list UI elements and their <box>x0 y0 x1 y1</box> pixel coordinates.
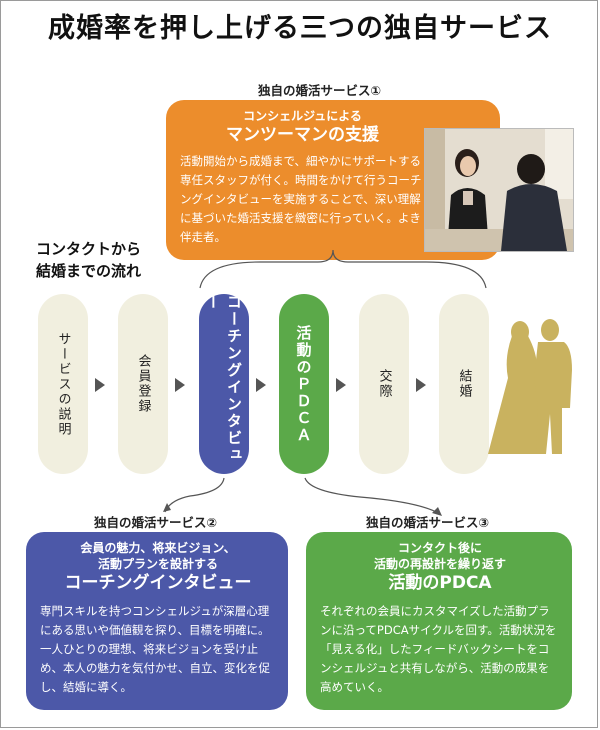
service1-body: 活動開始から成婚まで、細やかにサポートする専任スタッフが付く。時間をかけて行うコ… <box>180 154 422 244</box>
flow-arrow-3 <box>256 378 266 392</box>
connector-service2-arrowhead <box>163 503 171 512</box>
service3-label: 独自の婚活サービス③ <box>366 515 490 530</box>
flow-title-line2: 結婚までの流れ <box>36 262 142 280</box>
step-pdca-label: 活動のＰＤＣＡ <box>294 324 313 444</box>
service3-body: それぞれの会員にカスタマイズした活動プランに沿ってPDCAサイクルを回す。活動状… <box>320 604 557 694</box>
consultation-photo-illustration <box>425 129 573 251</box>
connector-service3-arrowhead <box>432 507 442 516</box>
step-member-registration: 会員登録 <box>118 294 168 474</box>
service2-sub1: 会員の魅力、将来ビジョン、 <box>80 541 236 555</box>
service1-label: 独自の婚活サービス① <box>258 83 382 98</box>
step-coaching-interview: コーチングインタビュー <box>199 294 249 474</box>
service3-sub1: コンタクト後に <box>397 541 482 555</box>
service2-box: 会員の魅力、将来ビジョン、 活動プランを設計する コーチングインタビュー 専門ス… <box>26 532 288 710</box>
step-marriage-label: 結婚 <box>456 369 472 399</box>
service3-head: 活動のPDCA <box>388 573 492 593</box>
service1-sub: コンシェルジュによる <box>243 109 362 123</box>
step-member-registration-label: 会員登録 <box>135 354 151 414</box>
step-dating: 交際 <box>359 294 409 474</box>
consultation-photo <box>424 128 574 252</box>
connector-service3 <box>304 477 441 515</box>
couple-silhouette-icon <box>488 319 572 454</box>
bracket-service1 <box>199 249 487 289</box>
flow-title: コンタクトから 結婚までの流れ <box>36 238 141 282</box>
flow-title-line1: コンタクトから <box>36 240 142 258</box>
flow-arrow-4 <box>336 378 346 392</box>
service2-label: 独自の婚活サービス② <box>94 515 218 530</box>
page-title: 成婚率を押し上げる三つの独自サービス <box>48 13 552 44</box>
flow-arrow-2 <box>175 378 185 392</box>
step-marriage: 結婚 <box>439 294 489 474</box>
service2-body: 専門スキルを持つコンシェルジュが深層心理にある思いや価値観を探り、目標を明確に。… <box>40 604 270 694</box>
flow-arrow-1 <box>95 378 105 392</box>
step-coaching-interview-label: コーチングインタビュー <box>204 294 243 464</box>
service3-sub2: 活動の再設計を繰り返す <box>373 557 506 571</box>
connector-service2 <box>164 477 225 513</box>
step-service-explanation-label: サービスの説明 <box>55 331 71 437</box>
service2-sub2: 活動プランを設計する <box>97 557 218 571</box>
flow-arrow-5 <box>416 378 426 392</box>
service3-box: コンタクト後に 活動の再設計を繰り返す 活動のPDCA それぞれの会員にカスタマ… <box>306 532 572 710</box>
step-pdca: 活動のＰＤＣＡ <box>279 294 329 474</box>
service2-head: コーチングインタビュー <box>64 573 252 593</box>
step-dating-label: 交際 <box>376 369 392 399</box>
step-service-explanation: サービスの説明 <box>38 294 88 474</box>
service1-head: マンツーマンの支援 <box>226 125 379 145</box>
